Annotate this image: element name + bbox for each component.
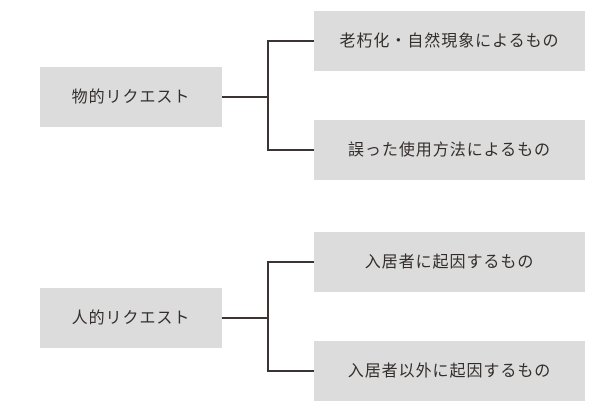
tree-1-trunk-connector	[267, 41, 269, 151]
tree-2-branch-connector-0	[267, 261, 315, 263]
tree-2-stem-connector	[222, 317, 269, 319]
tree-2-trunk-connector	[267, 262, 269, 372]
tree-2-child-node-1[interactable]: 入居者以外に起因するもの	[314, 341, 585, 401]
tree-1-branch-connector-0	[267, 40, 315, 42]
tree-1-child-node-1[interactable]: 誤った使用方法によるもの	[314, 120, 585, 180]
tree-1-stem-connector	[222, 96, 269, 98]
tree-2-child-node-0[interactable]: 入居者に起因するもの	[314, 232, 585, 292]
tree-1-child-node-0[interactable]: 老朽化・自然現象によるもの	[314, 11, 585, 71]
tree-1-parent-node[interactable]: 物的リクエスト	[40, 67, 222, 127]
tree-2-parent-node[interactable]: 人的リクエスト	[40, 288, 222, 348]
tree-2-branch-connector-1	[267, 370, 315, 372]
tree-1-branch-connector-1	[267, 149, 315, 151]
